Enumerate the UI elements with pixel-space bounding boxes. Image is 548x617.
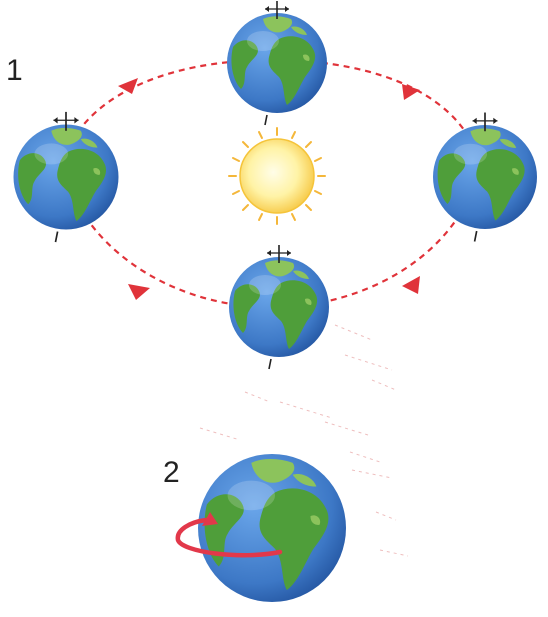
earth-top: [227, 0, 327, 126]
orbit-arrow-bottom-right: [402, 276, 420, 294]
curved-arrow-icon: [175, 512, 283, 558]
step-label-1: 1: [6, 54, 23, 87]
motion-streaks: [199, 324, 409, 557]
orbit-path: [60, 58, 482, 310]
earth-large: [198, 454, 346, 602]
earth-left: [13, 111, 119, 243]
earth-bottom: [229, 244, 329, 370]
orbit-arrow-top-left: [118, 78, 138, 94]
orbit-arrow-bottom-left: [128, 284, 150, 300]
sun-icon: [228, 127, 326, 225]
orbit-arrow-top-right: [402, 84, 420, 100]
earth-right: [433, 111, 537, 242]
step-label-2: 2: [163, 456, 180, 489]
